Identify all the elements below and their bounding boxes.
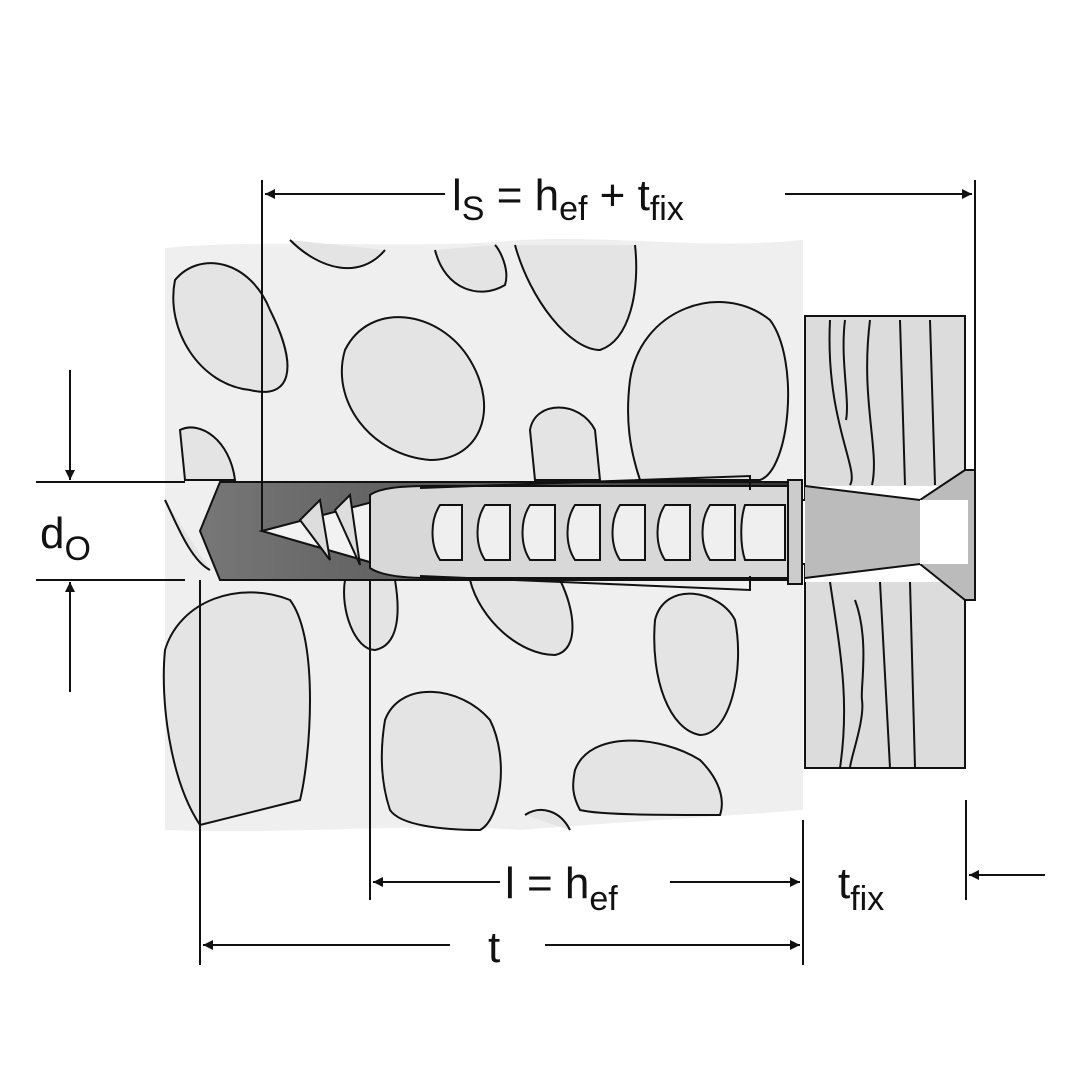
label-ls: lS = hef + tfix — [452, 171, 684, 228]
label-t: t — [488, 923, 500, 972]
dimension-lines — [36, 180, 1045, 965]
label-l-hef: l = hef — [505, 859, 618, 918]
plug-ribs — [431, 504, 786, 561]
label-tfix: tfix — [838, 859, 884, 918]
label-d0: dO — [40, 509, 91, 568]
